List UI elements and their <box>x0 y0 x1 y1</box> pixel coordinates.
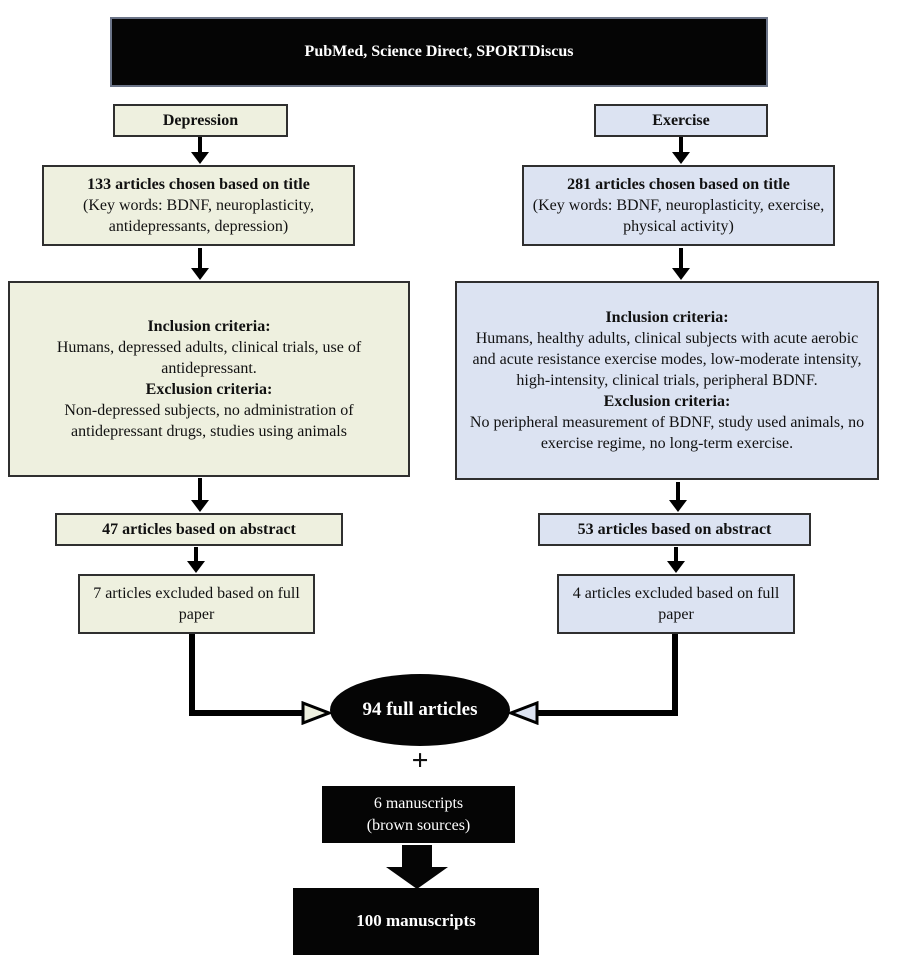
down-arrow-icon <box>190 248 210 280</box>
manuscripts-line2: (brown sources) <box>366 816 471 834</box>
sources-header-box: PubMed, Science Direct, SPORTDiscus <box>110 17 768 87</box>
open-arrowhead-right-icon <box>301 701 331 725</box>
plus-sign: + <box>411 744 429 777</box>
down-arrow-icon <box>668 482 688 512</box>
depression-label-box: Depression <box>113 104 288 137</box>
exercise-label: Exercise <box>652 111 710 129</box>
down-arrow-icon <box>671 248 691 280</box>
manuscripts-box: 6 manuscripts (brown sources) <box>322 786 515 843</box>
depression-title-keywords: (Key words: BDNF, neuroplasticity, antid… <box>83 196 314 236</box>
exercise-excluded-label: 4 articles excluded based on full paper <box>572 584 780 623</box>
elbow-line-left-horizontal <box>189 710 302 716</box>
exercise-excluded-box: 4 articles excluded based on full paper <box>557 574 795 634</box>
exercise-exclusion-heading: Exclusion criteria: <box>603 393 731 411</box>
down-arrow-icon <box>186 547 206 573</box>
depression-excluded-label: 7 articles excluded based on full paper <box>93 584 300 623</box>
down-arrow-icon <box>190 137 210 164</box>
open-arrowhead-left-icon <box>509 701 539 725</box>
elbow-line-right-vertical <box>672 634 678 716</box>
exercise-label-box: Exercise <box>594 104 768 137</box>
exercise-title-keywords: (Key words: BDNF, neuroplasticity, exerc… <box>532 196 825 236</box>
depression-exclusion-heading: Exclusion criteria: <box>145 381 273 398</box>
exercise-abstract-label: 53 articles based on abstract <box>577 520 772 538</box>
block-arrow-head-icon <box>386 867 448 889</box>
block-arrow-stem <box>402 845 432 868</box>
manuscripts-line1: 6 manuscripts <box>373 795 464 813</box>
down-arrow-icon <box>671 137 691 164</box>
full-articles-ellipse: 94 full articles <box>330 674 510 746</box>
exercise-title-heading: 281 articles chosen based on title <box>567 175 790 193</box>
exercise-inclusion-heading: Inclusion criteria: <box>605 308 729 326</box>
depression-label: Depression <box>162 111 239 129</box>
exercise-inclusion-text: Humans, healthy adults, clinical subject… <box>472 329 862 389</box>
exercise-criteria-box: Inclusion criteria: Humans, healthy adul… <box>455 281 879 480</box>
depression-exclusion-text: Non-depressed subjects, no administratio… <box>64 402 354 441</box>
depression-title-heading: 133 articles chosen based on title <box>87 175 310 193</box>
total-manuscripts-label: 100 manuscripts <box>356 911 476 931</box>
full-articles-label: 94 full articles <box>362 699 478 720</box>
depression-excluded-box: 7 articles excluded based on full paper <box>78 574 315 634</box>
depression-abstract-label: 47 articles based on abstract <box>102 520 296 538</box>
depression-title-box: 133 articles chosen based on title (Key … <box>42 165 355 246</box>
exercise-title-box: 281 articles chosen based on title (Key … <box>522 165 835 246</box>
down-arrow-icon <box>190 478 210 512</box>
exercise-exclusion-text: No peripheral measurement of BDNF, study… <box>469 414 865 453</box>
exercise-abstract-box: 53 articles based on abstract <box>538 513 811 546</box>
elbow-line-right-horizontal <box>538 710 678 716</box>
elbow-line-left-vertical <box>189 634 195 716</box>
depression-abstract-box: 47 articles based on abstract <box>55 513 343 546</box>
sources-header-label: PubMed, Science Direct, SPORTDiscus <box>304 43 574 61</box>
depression-inclusion-text: Humans, depressed adults, clinical trial… <box>56 338 362 377</box>
total-manuscripts-box: 100 manuscripts <box>293 888 539 955</box>
depression-inclusion-heading: Inclusion criteria: <box>147 317 271 335</box>
down-arrow-icon <box>666 547 686 573</box>
depression-criteria-box: Inclusion criteria: Humans, depressed ad… <box>8 281 410 477</box>
